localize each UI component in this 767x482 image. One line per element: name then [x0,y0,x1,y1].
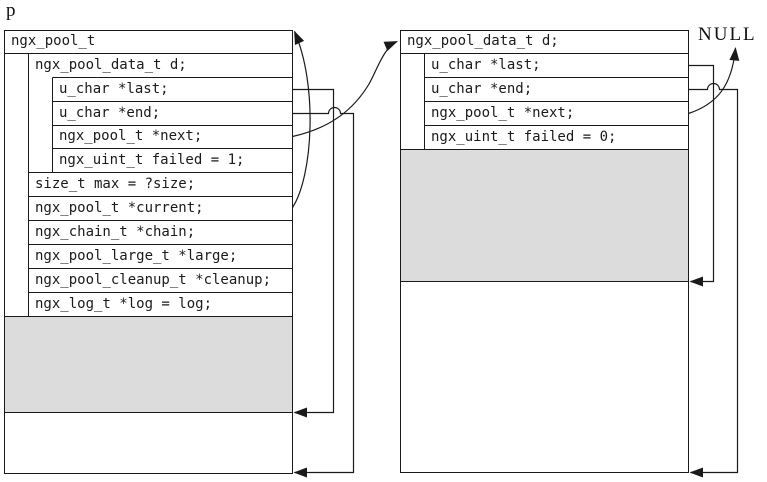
right-pool-title: ngx_pool_data_t d; [407,33,559,49]
left-field-data-struct: ngx_pool_data_t d; [35,57,187,73]
right-last-arrow [688,64,715,287]
left-field-failed: ngx_uint_t failed = 1; [59,152,245,168]
left-field-last: u_char *last; [59,81,169,97]
null-label: NULL [698,24,757,45]
left-pool-title: ngx_pool_t [11,33,96,49]
left-field-cleanup: ngx_pool_cleanup_t *cleanup; [35,272,272,288]
left-field-log: ngx_log_t *log = log; [35,296,213,312]
left-pool-box [4,30,293,474]
right-field-next: ngx_pool_t *next; [431,105,575,121]
left-current-arrow [291,30,311,208]
left-last-arrow [292,88,335,418]
left-next-arrow [292,40,398,138]
left-end-arrow [292,106,355,478]
right-pool-box [400,30,689,473]
left-field-chain: ngx_chain_t *chain; [35,224,196,240]
pool-pointer-label: p [6,0,16,21]
left-field-current: ngx_pool_t *current; [35,200,204,216]
left-pool-outline [4,30,293,474]
left-field-next: ngx_pool_t *next; [59,128,203,144]
pointer-arrows [291,30,740,478]
left-field-max: size_t max = ?size; [35,176,196,192]
right-pool-allocated-region [400,149,689,282]
left-field-large: ngx_pool_large_t *large; [35,248,238,264]
right-field-end: u_char *end; [431,81,533,97]
right-field-last: u_char *last; [431,57,541,73]
left-field-end: u_char *end; [59,105,161,121]
right-end-arrow [688,82,739,478]
left-pool-allocated-region [4,316,293,413]
right-next-null-arrow [688,47,740,115]
right-field-failed: ngx_uint_t failed = 0; [431,129,617,145]
